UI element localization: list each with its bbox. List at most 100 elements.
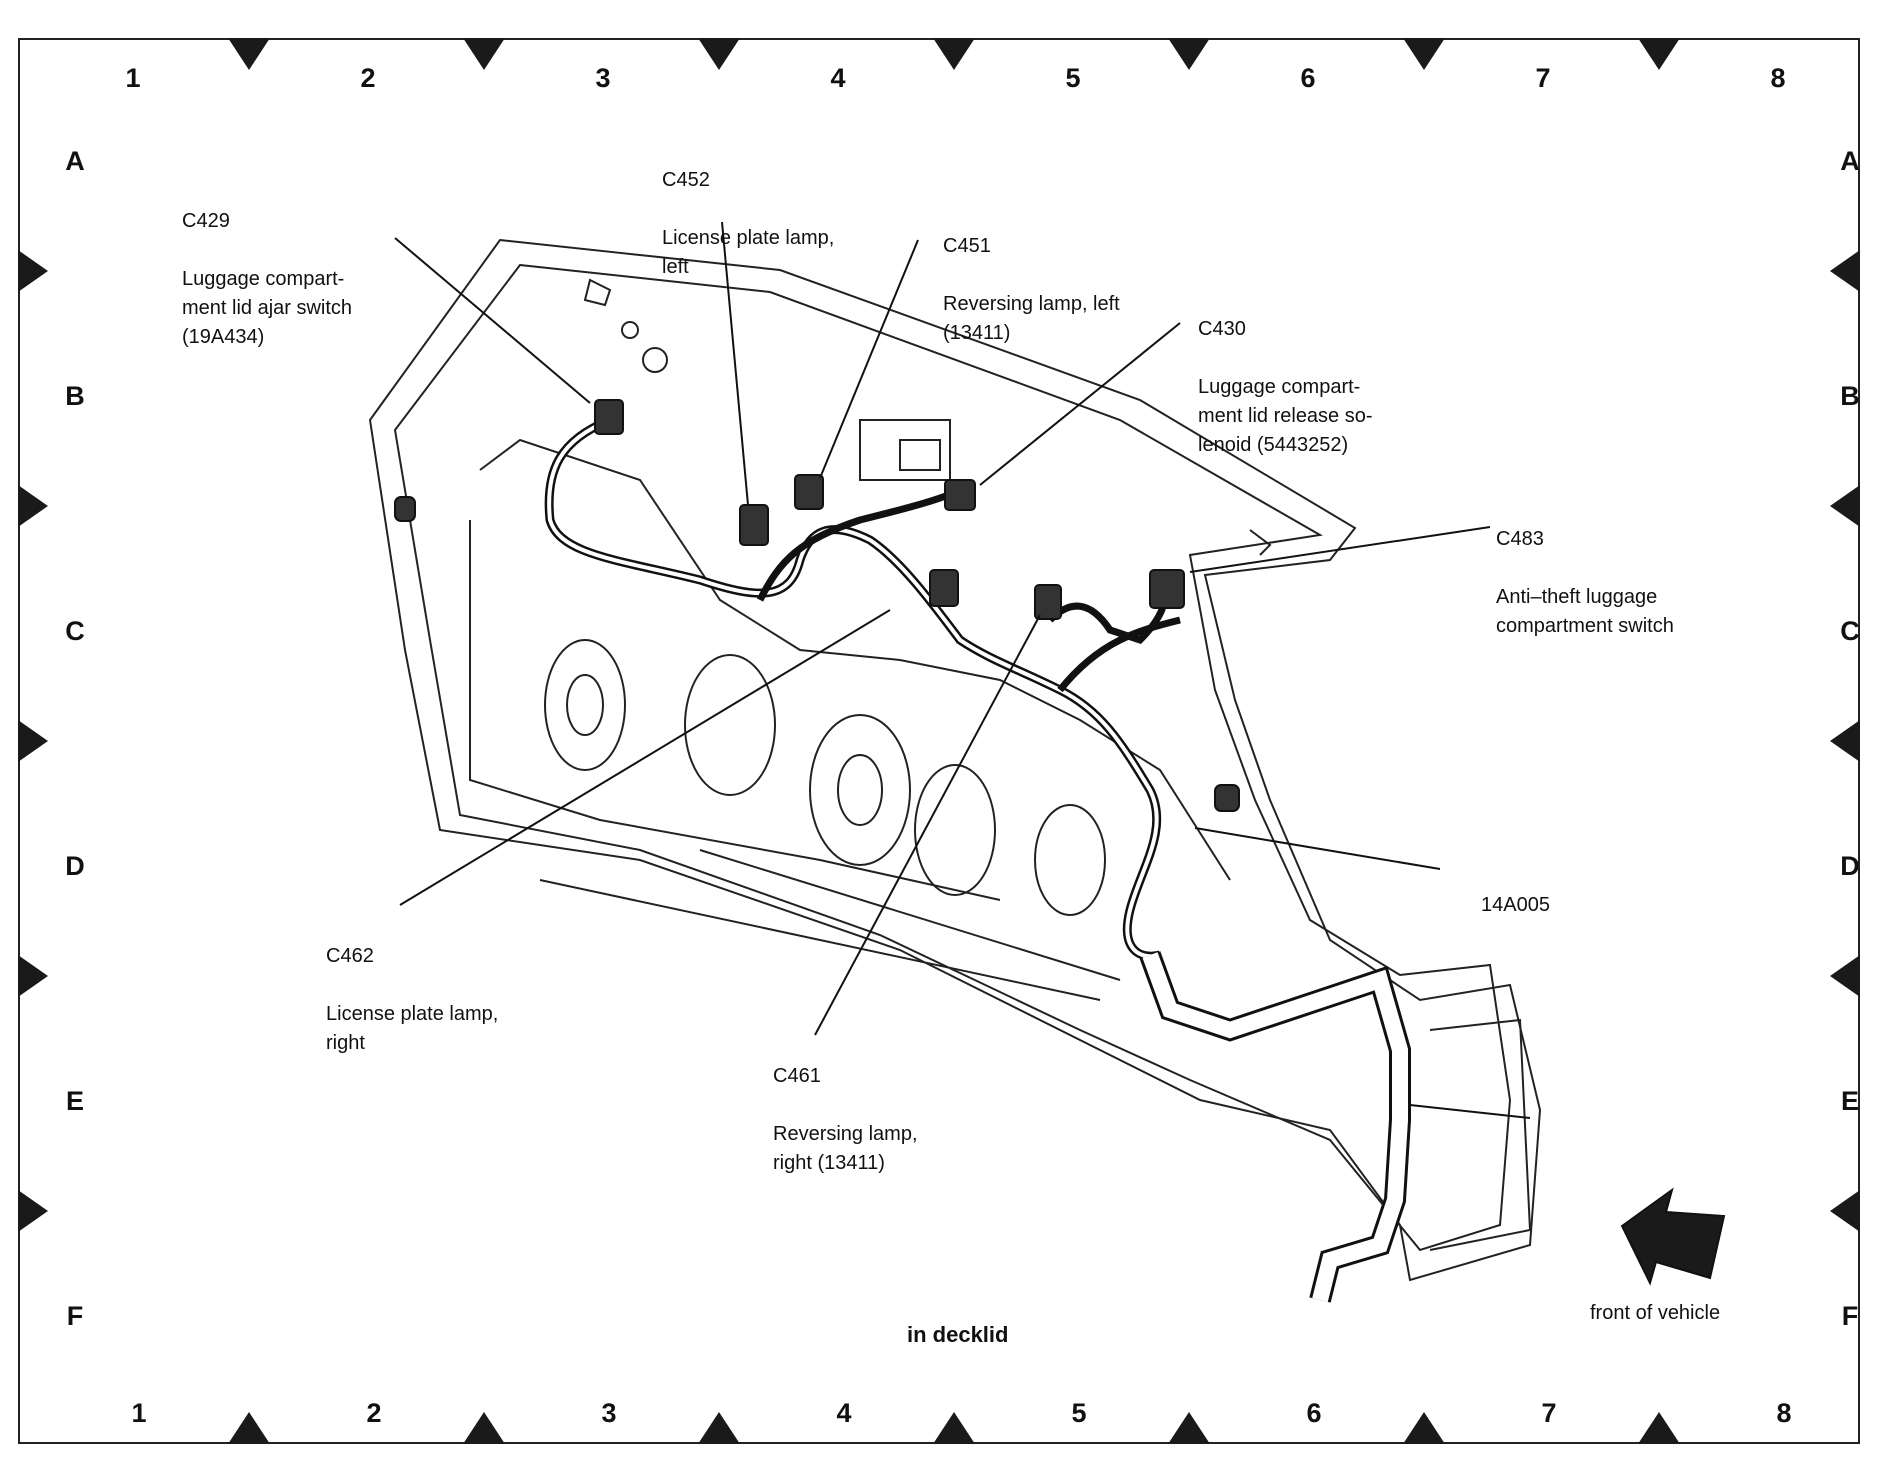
grid-col-bottom: 4 [836,1398,852,1428]
grommet [394,496,416,522]
leader-lines [394,221,1531,1119]
bottom-marker [1403,1412,1445,1444]
grid-col-bottom: 3 [601,1398,617,1428]
callout-code: C452 [662,169,710,191]
callout-description: Anti–theft luggage compartment switch [1496,586,1674,637]
bottom-marker [463,1412,505,1444]
leader-c462 [399,609,891,906]
callout-code: 14A005 [1481,894,1550,916]
left-marker [18,250,48,292]
callout-c430: C430 Luggage compart- ment lid release s… [1198,286,1373,489]
callout-c429: C429 Luggage compart- ment lid ajar swit… [182,178,352,381]
connector-c483 [1149,569,1185,609]
connector-c462 [929,569,959,607]
callout-code: C430 [1198,318,1246,340]
connector-c452 [739,504,769,546]
grid-col-top: 3 [595,63,611,93]
grid-col-top: 2 [360,63,376,93]
grid-row-right: D [1840,851,1860,881]
leader-c483 [1189,526,1491,573]
right-marker [1830,250,1860,292]
right-marker [1830,1190,1860,1232]
bottom-marker [228,1412,270,1444]
grid-row-left: A [65,146,85,176]
grid-row-right: A [1840,146,1860,176]
callout-description: License plate lamp, right [326,1003,499,1054]
grid-col-top: 8 [1770,63,1786,93]
bottom-marker [1168,1412,1210,1444]
left-marker [18,955,48,997]
bottom-marker [933,1412,975,1444]
top-marker [463,38,505,70]
grid-col-top: 1 [125,63,141,93]
grid-col-bottom: 7 [1541,1398,1557,1428]
grid-col-top: 4 [830,63,846,93]
diagram-caption: in decklid [907,1322,1009,1347]
grid-col-top: 5 [1065,63,1081,93]
callout-c483: C483 Anti–theft luggage compartment swit… [1496,496,1674,670]
callout-code: C483 [1496,528,1544,550]
grommet [1214,784,1240,812]
grid-row-right: B [1840,381,1860,411]
top-marker [1168,38,1210,70]
grid-col-top: 6 [1300,63,1316,93]
callout-description: License plate lamp, left [662,227,835,278]
grid-col-bottom: 6 [1306,1398,1322,1428]
top-marker [933,38,975,70]
connectors [394,399,1240,812]
grid-row-right: F [1841,1301,1859,1331]
leader-c452 [721,221,749,506]
callout-code: C461 [773,1065,821,1087]
top-marker [1403,38,1445,70]
top-marker [228,38,270,70]
callout-description: Reversing lamp, left (13411) [943,293,1120,344]
grid-row-left: C [65,616,85,646]
grid-row-right: C [1840,616,1860,646]
leader-c451 [819,239,919,479]
grid-row-left: B [65,381,85,411]
leader-c429 [394,237,591,404]
callout-description: Luggage compart- ment lid release so- le… [1198,376,1373,456]
grid-row-left: F [66,1301,84,1331]
callout-description: Reversing lamp, right (13411) [773,1123,918,1174]
left-marker [18,720,48,762]
grid-markers [18,38,1860,1444]
connector-c429 [594,399,624,435]
right-marker [1830,485,1860,527]
connector-c461 [1034,584,1062,620]
callout-code: C462 [326,945,374,967]
grid-col-bottom: 5 [1071,1398,1087,1428]
right-marker [1830,720,1860,762]
leader-14a005 [1194,827,1441,870]
callout-c451: C451 Reversing lamp, left (13411) [943,203,1120,377]
top-marker [698,38,740,70]
wiring-harness-14A005 [544,415,1411,1303]
grid-col-bottom: 8 [1776,1398,1792,1428]
left-marker [18,485,48,527]
front-of-vehicle-label: front of vehicle [1590,1302,1721,1324]
callout-code: C451 [943,235,991,257]
bottom-marker [1638,1412,1680,1444]
leader-hinge [1409,1104,1531,1119]
callout-14a005: 14A005 [1481,862,1550,949]
left-marker [18,1190,48,1232]
grid-row-right: E [1840,1086,1859,1116]
right-marker [1830,955,1860,997]
grid-row-left: E [65,1086,84,1116]
bottom-marker [698,1412,740,1444]
grid-col-bottom: 1 [131,1398,147,1428]
front-arrow-icon [1620,1187,1726,1286]
callout-c461: C461 Reversing lamp, right (13411) [773,1033,918,1207]
connector-c430 [944,479,976,511]
decklid-panel [368,238,1542,1282]
grid-row-left: D [65,851,85,881]
leader-c461 [814,614,1041,1036]
top-marker [1638,38,1680,70]
leader-c430 [979,322,1181,486]
connector-c451 [794,474,824,510]
callout-description: Luggage compart- ment lid ajar switch (1… [182,268,353,348]
callout-c462: C462 License plate lamp, right [326,913,498,1087]
grid-col-top: 7 [1535,63,1551,93]
callout-c452: C452 License plate lamp, left [662,137,834,311]
